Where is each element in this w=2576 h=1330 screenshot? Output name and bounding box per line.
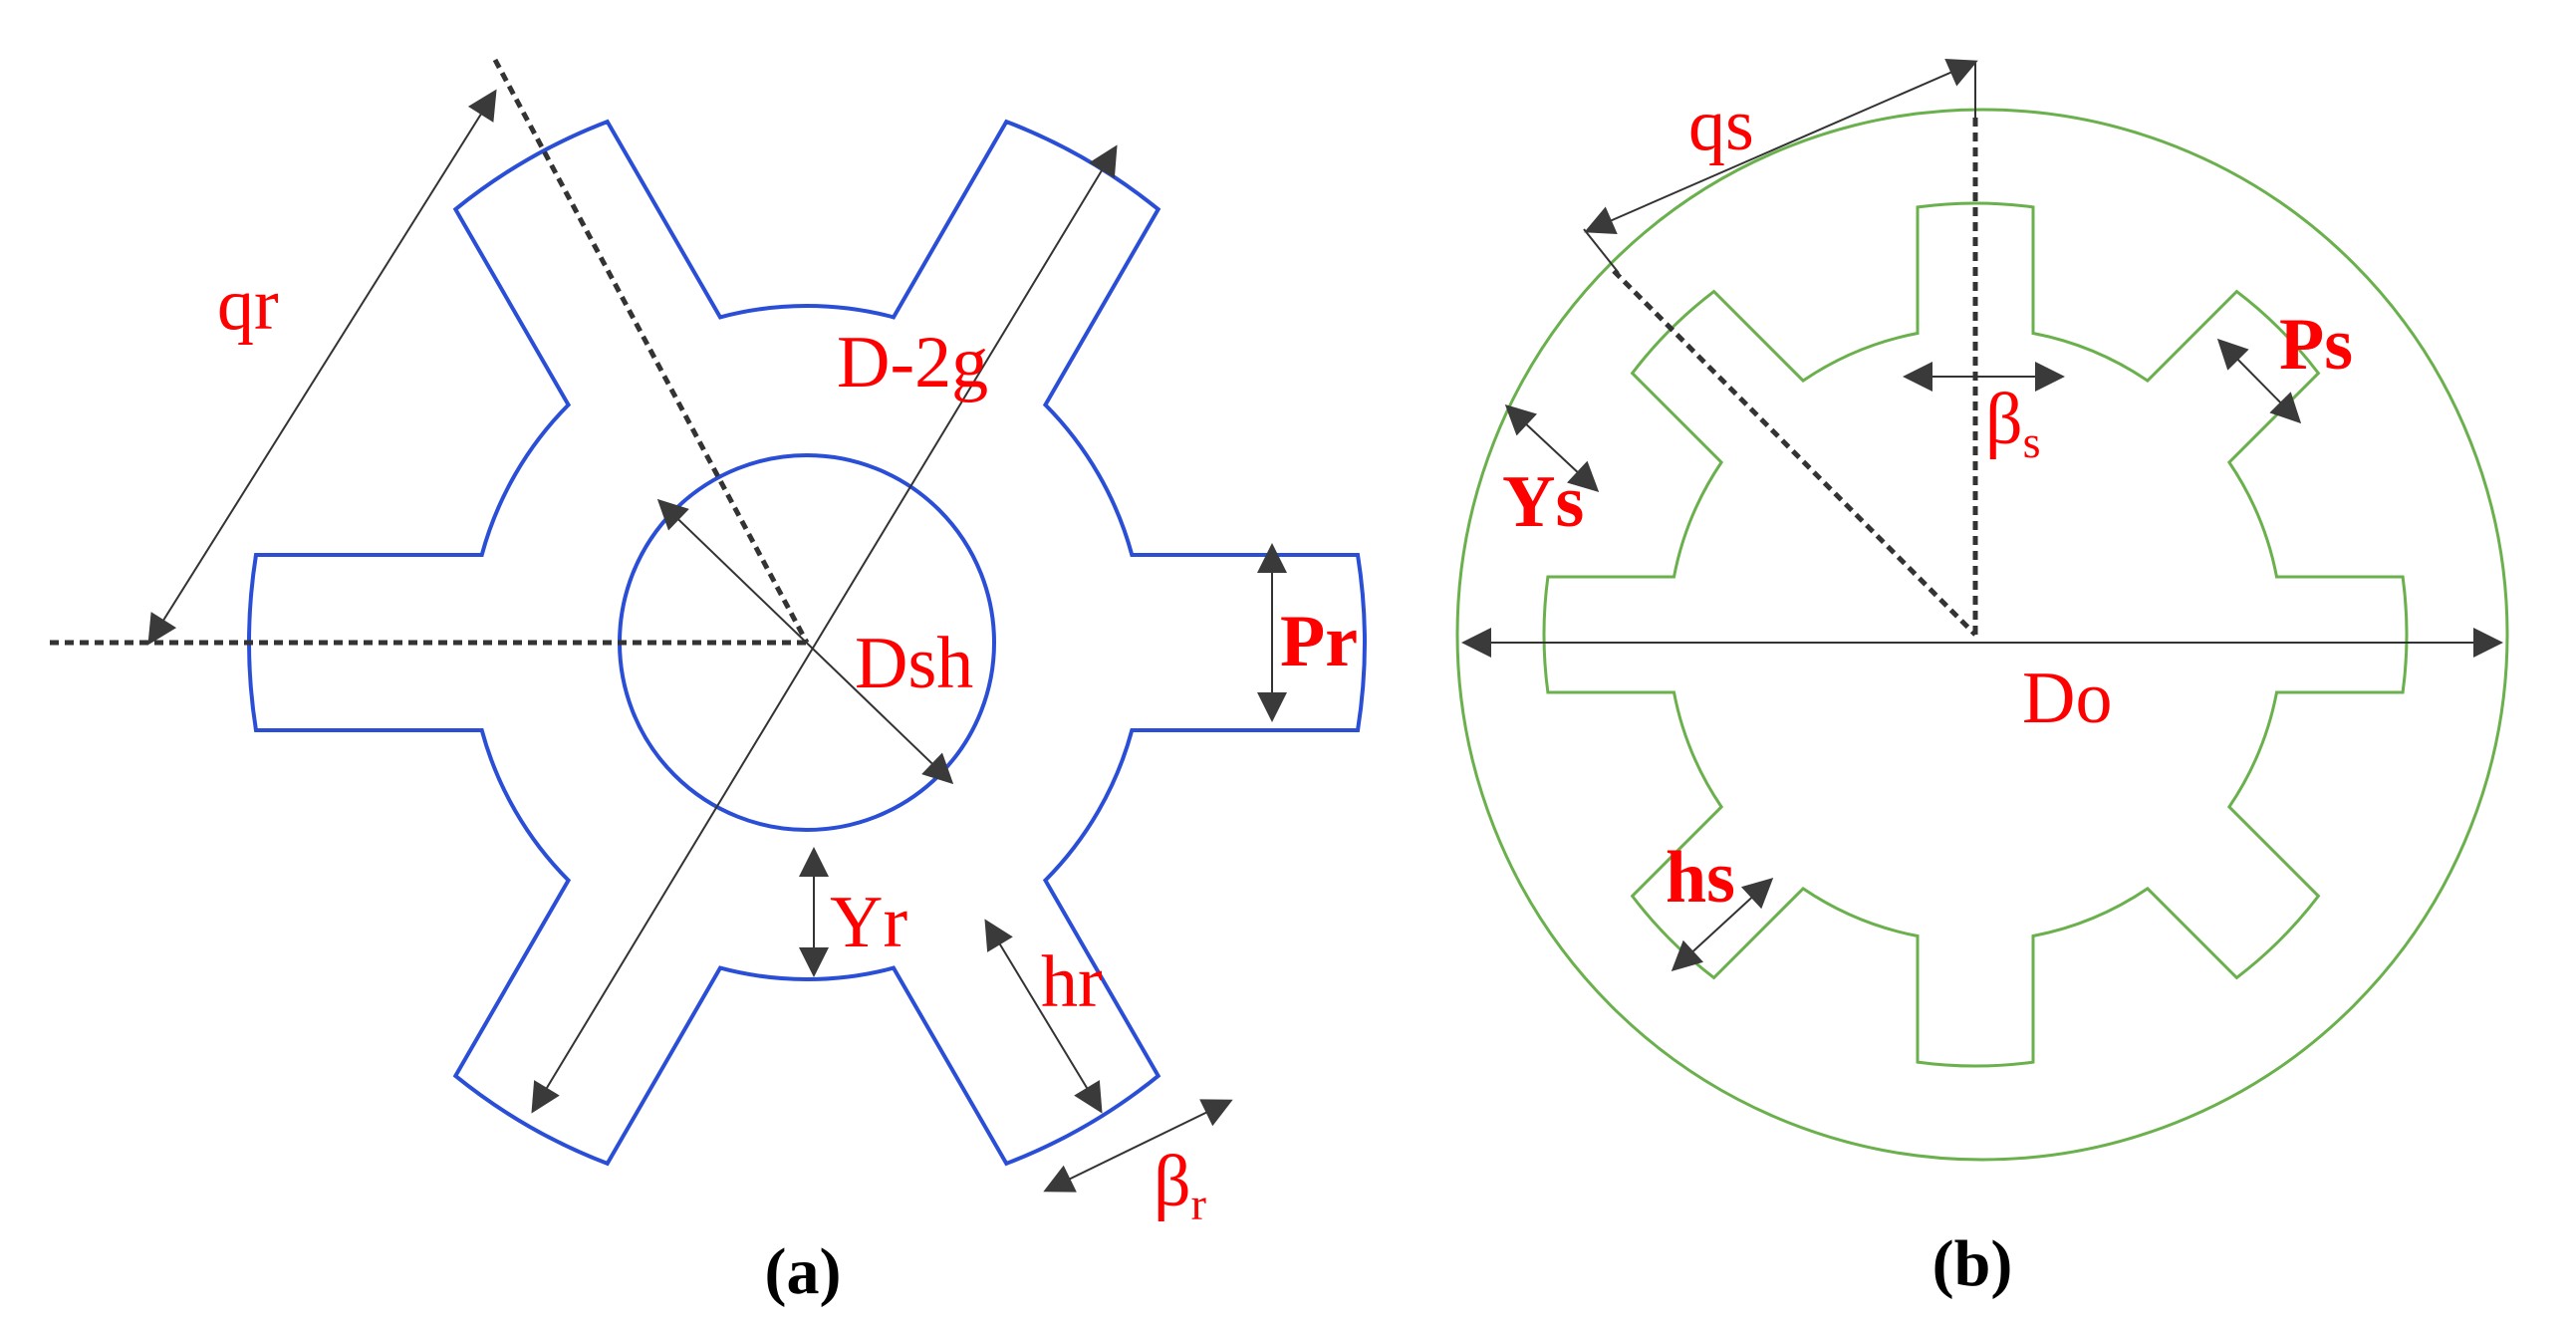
stator-diagram: qs βs Ps Ys Do hs (b) (1455, 59, 2509, 1300)
stator-caption: (b) (1932, 1227, 2013, 1300)
beta-r-label: βr (1154, 1141, 1206, 1229)
beta-s-label: βs (1985, 379, 2041, 467)
qs-dimension-arrow (1584, 59, 1978, 234)
hr-dimension-arrow (984, 919, 1103, 1114)
rotor-pole-axis-dashed-line (492, 58, 810, 645)
hr-label: hr (1041, 941, 1103, 1023)
pr-label: Pr (1280, 601, 1358, 682)
do-label: Do (2022, 658, 2112, 739)
d-2g-label: D-2g (837, 322, 988, 403)
hs-label: hs (1666, 837, 1735, 919)
hs-dimension-arrow (1671, 877, 1774, 972)
beta-s-subscript: s (2023, 416, 2041, 467)
rotor-diagram: qr D-2g Dsh Pr Yr hr βr (a) (50, 58, 1367, 1308)
dsh-dimension-arrow (656, 498, 954, 785)
qr-label: qr (217, 264, 279, 346)
stator-outer-circle (1455, 108, 2509, 1162)
stator-diagonal-dashed-line (1612, 269, 1977, 637)
ys-label: Ys (1502, 461, 1584, 543)
rotor-caption: (a) (765, 1235, 842, 1308)
qs-label: qs (1688, 85, 1754, 166)
qs-extension-line (1583, 228, 1620, 274)
beta-r-dimension-arrow (1043, 1099, 1233, 1193)
beta-s-symbol: β (1985, 379, 2023, 460)
dsh-label: Dsh (855, 623, 973, 704)
qr-dimension-arrow (147, 89, 497, 646)
ys-dimension-arrow (1504, 403, 1600, 493)
yr-label: Yr (830, 882, 907, 963)
beta-r-subscript: r (1191, 1179, 1206, 1229)
ps-dimension-arrow (2216, 338, 2302, 424)
ps-label: Ps (2279, 304, 2353, 386)
beta-r-symbol: β (1154, 1141, 1191, 1222)
